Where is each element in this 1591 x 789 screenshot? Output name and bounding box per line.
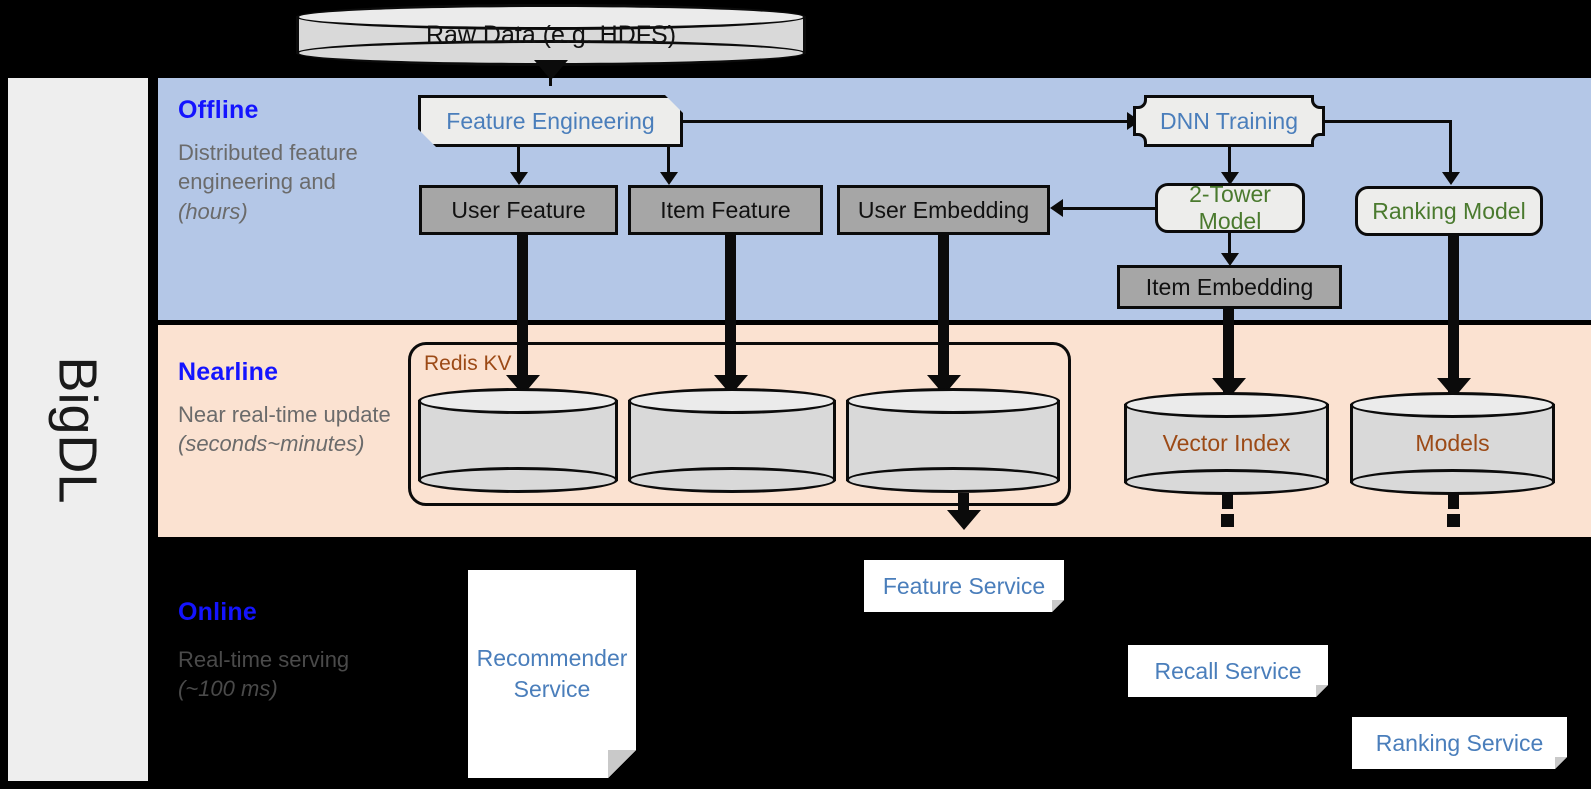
arrow-rawdata-fe <box>534 60 568 80</box>
node-item-embedding[interactable]: Item Embedding <box>1117 265 1342 309</box>
band-nearline-desc-em: (seconds~minutes) <box>178 431 365 457</box>
node-recall-service[interactable]: Recall Service <box>1154 657 1302 684</box>
pipe-userembedding-store <box>938 235 949 400</box>
node-user-embedding-label: User Embedding <box>857 196 1030 223</box>
cylinder-top <box>296 4 806 30</box>
band-nearline-description: Near real-time update (seconds~minutes) <box>178 400 403 459</box>
arrow-dnn-twotower <box>1221 172 1239 185</box>
band-offline-title: Offline <box>178 96 259 124</box>
band-offline-description: Distributed feature engineering and (hou… <box>178 138 378 226</box>
store-user-embedding-label <box>846 388 1060 493</box>
cylinder-bottom <box>418 467 618 493</box>
store-user-embedding-cylinder[interactable] <box>846 388 1060 493</box>
store-user-feature-cylinder[interactable] <box>418 388 618 493</box>
pipe-itemfeature-store <box>725 235 736 400</box>
band-online-title: Online <box>178 598 257 626</box>
models-label: Models <box>1415 430 1490 456</box>
group-redis-kv <box>408 342 1071 506</box>
cylinder-top <box>1124 392 1329 418</box>
cylinder-top <box>418 388 618 414</box>
node-user-feature[interactable]: User Feature <box>419 185 618 235</box>
pipe-models-ranking-dot <box>1447 514 1460 527</box>
band-offline-desc-text: Distributed feature engineering and <box>178 140 358 195</box>
node-feature-engineering[interactable]: Feature Engineering <box>418 95 683 147</box>
band-nearline-title: Nearline <box>178 358 279 386</box>
node-item-embedding-label: Item Embedding <box>1145 273 1314 300</box>
band-online-description: Real-time serving (~100 ms) <box>178 645 388 704</box>
raw-data-label: Raw Data (e.g. HDFS) <box>425 20 677 49</box>
node-feature-engineering-label: Feature Engineering <box>446 107 655 134</box>
models-cylinder[interactable]: Models <box>1350 392 1555 495</box>
pipe-vectorindex-recall-stub <box>1222 492 1233 509</box>
raw-data-cylinder: Raw Data (e.g. HDFS) <box>296 4 806 66</box>
dnn-notch-bl <box>1133 133 1147 147</box>
node-two-tower-model-label: 2-Tower Model <box>1189 181 1271 234</box>
node-item-feature[interactable]: Item Feature <box>628 185 823 235</box>
store-user-feature-label <box>418 388 618 493</box>
recall-service-sheet <box>1128 645 1328 697</box>
pipe-rankingmodel-models <box>1448 236 1459 404</box>
vector-index-cylinder[interactable]: Vector Index <box>1124 392 1329 495</box>
dnn-notch-tl <box>1133 95 1147 109</box>
edge-twotower-userembedding <box>1062 207 1157 210</box>
feature-service-sheet <box>864 560 1064 612</box>
node-feature-service[interactable]: Feature Service <box>882 572 1046 599</box>
store-item-feature-cylinder[interactable] <box>628 388 836 493</box>
ranking-service-sheet <box>1352 717 1567 769</box>
node-ranking-model[interactable]: Ranking Model <box>1355 186 1543 236</box>
store-item-feature-label <box>628 388 836 493</box>
arrow-fe-itemfeature <box>660 172 678 185</box>
dnn-notch-tr <box>1311 95 1325 109</box>
cylinder-top <box>628 388 836 414</box>
node-user-embedding[interactable]: User Embedding <box>837 185 1050 235</box>
group-redis-kv-label: Redis KV <box>424 352 512 375</box>
edge-fe-itemfeature <box>667 147 670 174</box>
pipe-itemembedding-vectorindex <box>1223 309 1234 404</box>
cylinder-bottom <box>846 467 1060 493</box>
arrow-fe-userfeature <box>510 172 528 185</box>
pipe-vectorindex-recall-dot <box>1221 514 1234 527</box>
pipe-userfeature-store <box>517 235 528 400</box>
pipe-kv-featureservice <box>958 493 969 513</box>
node-item-feature-label: Item Feature <box>660 196 791 223</box>
recommender-service-text: Recommender Service <box>476 644 628 702</box>
arrow-dnn-ranking <box>1442 172 1460 185</box>
pipe-models-ranking-stub <box>1448 492 1459 509</box>
band-online-desc-em: (~100 ms) <box>178 676 278 702</box>
node-ranking-service[interactable]: Ranking Service <box>1375 729 1544 756</box>
edge-dnn-ranking-h <box>1325 120 1452 123</box>
arrow-twotower-itemembedding <box>1221 253 1239 266</box>
edge-fe-dnn <box>683 120 1130 123</box>
edge-twotower-itemembedding <box>1228 233 1231 257</box>
node-two-tower-model[interactable]: 2-Tower Model <box>1155 181 1305 234</box>
edge-dnn-ranking-v <box>1449 120 1452 174</box>
vector-index-label: Vector Index <box>1162 430 1291 456</box>
node-dnn-training[interactable]: DNN Training <box>1133 95 1325 147</box>
arrow-twotower-userembedding <box>1050 199 1063 217</box>
band-nearline-desc-text: Near real-time update <box>178 402 391 427</box>
arrow-kv-featureservice <box>947 510 981 530</box>
edge-fe-userfeature <box>517 147 520 174</box>
cylinder-top <box>1350 392 1555 418</box>
bigdl-label: BigDL <box>48 355 109 504</box>
cylinder-bottom <box>628 467 836 493</box>
node-ranking-model-label: Ranking Model <box>1372 197 1526 224</box>
band-online-desc-text: Real-time serving <box>178 647 350 672</box>
cylinder-top <box>846 388 1060 414</box>
bigdl-rail: BigDL <box>8 78 148 781</box>
dnn-notch-br <box>1311 133 1325 147</box>
node-dnn-training-label: DNN Training <box>1159 107 1299 134</box>
band-offline-desc-em: (hours) <box>178 198 248 224</box>
edge-dnn-twotower <box>1228 147 1231 174</box>
node-user-feature-label: User Feature <box>451 196 586 223</box>
